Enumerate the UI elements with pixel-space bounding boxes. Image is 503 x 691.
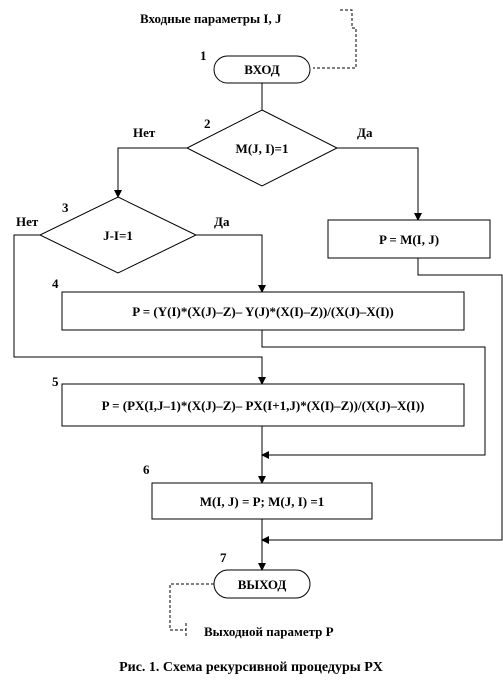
decision-3-yes-label: Да bbox=[214, 214, 230, 229]
decision-3-no-label: Нет bbox=[16, 214, 39, 229]
node-2-number: 2 bbox=[204, 116, 211, 131]
input-params-note: Входные параметры I, J bbox=[140, 11, 282, 26]
process-interpolation bbox=[61, 291, 465, 331]
decision-m-ji bbox=[185, 109, 339, 187]
process-interpolation-label: P = (Y(I)*(X(J)–Z)– Y(J)*(X(I)–Z))/(X(J)… bbox=[132, 304, 393, 319]
figure-caption: Рис. 1. Схема рекурсивной процедуры PX bbox=[119, 660, 383, 675]
node-7-number: 7 bbox=[220, 550, 227, 565]
start-terminal-label: ВХОД bbox=[244, 62, 280, 77]
decision-m-ji-label: M(J, I)=1 bbox=[236, 141, 289, 156]
output-note-bracket bbox=[169, 583, 214, 637]
process-store-memo bbox=[151, 482, 373, 520]
node-4-number: 4 bbox=[52, 276, 59, 291]
process-p-equals-m bbox=[327, 219, 491, 259]
node-6-number: 6 bbox=[143, 462, 150, 477]
node-1-number: 1 bbox=[200, 48, 207, 63]
process-p-equals-m-label: P = M(I, J) bbox=[379, 232, 439, 247]
process-recursive-label: P = (PX(I,J–1)*(X(J)–Z)– PX(I+1,J)*(X(I)… bbox=[102, 398, 425, 413]
node-5-number: 5 bbox=[52, 374, 59, 389]
process-store-memo-label: M(I, J) = P; M(J, I) =1 bbox=[200, 494, 325, 509]
input-note-bracket bbox=[313, 9, 357, 69]
decision-2-no-label: Нет bbox=[133, 125, 156, 140]
output-params-note: Выходной параметр P bbox=[204, 624, 334, 639]
process-recursive bbox=[61, 383, 465, 427]
decision-j-minus-i-label: J-I=1 bbox=[103, 228, 133, 243]
end-terminal-label: ВЫХОД bbox=[238, 577, 287, 592]
node-3-number: 3 bbox=[62, 200, 69, 215]
decision-2-yes-label: Да bbox=[357, 125, 373, 140]
decision-j-minus-i bbox=[38, 196, 198, 274]
